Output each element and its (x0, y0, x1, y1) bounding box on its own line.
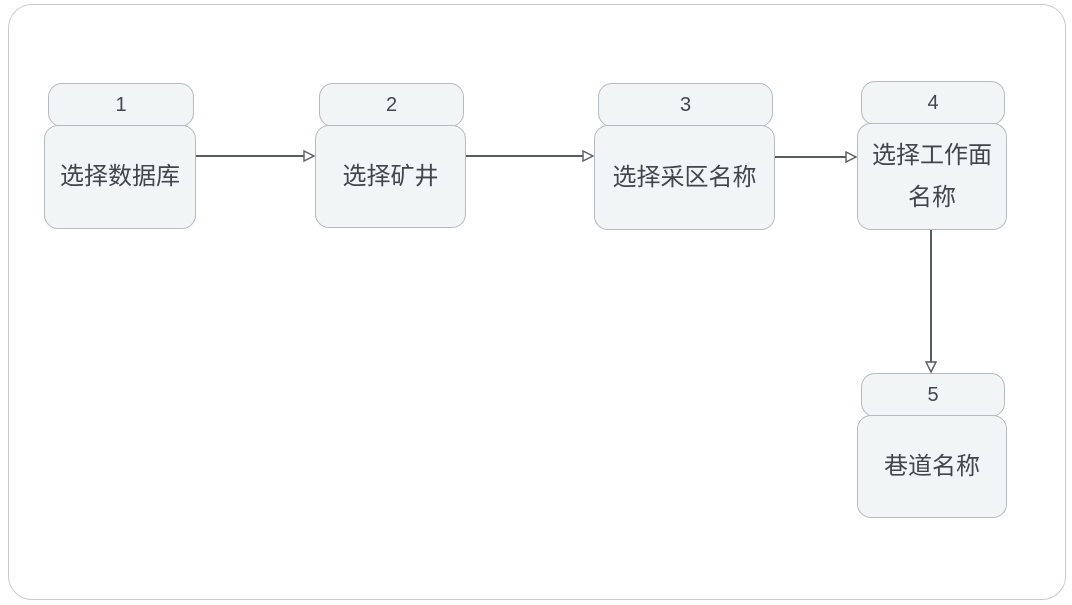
flow-node-2[interactable]: 2 选择矿井 (315, 83, 466, 228)
edge-4-5 (925, 230, 937, 373)
node-step-header: 1 (48, 83, 194, 127)
node-label: 选择矿井 (342, 162, 439, 190)
arrowhead-right-icon (582, 150, 594, 162)
arrowhead-right-icon (303, 150, 315, 162)
edge-line (775, 156, 847, 158)
node-label: 选择采区名称 (612, 163, 757, 191)
node-step-number: 1 (115, 93, 127, 116)
node-step-header: 2 (319, 83, 464, 127)
node-step-number: 2 (385, 93, 398, 116)
node-step-header: 5 (861, 373, 1005, 417)
canvas-frame-border (8, 4, 1066, 600)
node-body: 选择数据库 (44, 125, 196, 229)
edge-line (196, 155, 305, 157)
node-label: 选择工作面名称 (872, 141, 992, 211)
node-body: 选择工作面名称 (857, 123, 1007, 230)
node-body: 选择采区名称 (594, 125, 775, 230)
node-step-number: 4 (927, 91, 939, 114)
flow-node-1[interactable]: 1 选择数据库 (44, 83, 196, 229)
flow-node-3[interactable]: 3 选择采区名称 (594, 83, 775, 230)
edge-line (466, 155, 584, 157)
node-label: 选择数据库 (60, 163, 180, 190)
arrowhead-down-icon (925, 361, 937, 373)
node-step-header: 4 (861, 81, 1005, 125)
edge-1-2 (196, 150, 315, 162)
node-body: 选择矿井 (315, 125, 466, 228)
edge-line (930, 230, 932, 363)
flow-node-4[interactable]: 4 选择工作面名称 (857, 81, 1007, 230)
node-step-number: 5 (927, 383, 939, 406)
edge-3-4 (775, 151, 857, 163)
edge-2-3 (466, 150, 594, 162)
flow-node-5[interactable]: 5 巷道名称 (857, 373, 1007, 518)
arrowhead-right-icon (845, 151, 857, 163)
node-label: 巷道名称 (884, 452, 980, 480)
node-body: 巷道名称 (857, 415, 1007, 518)
node-step-header: 3 (598, 83, 773, 127)
node-step-number: 3 (679, 93, 692, 116)
